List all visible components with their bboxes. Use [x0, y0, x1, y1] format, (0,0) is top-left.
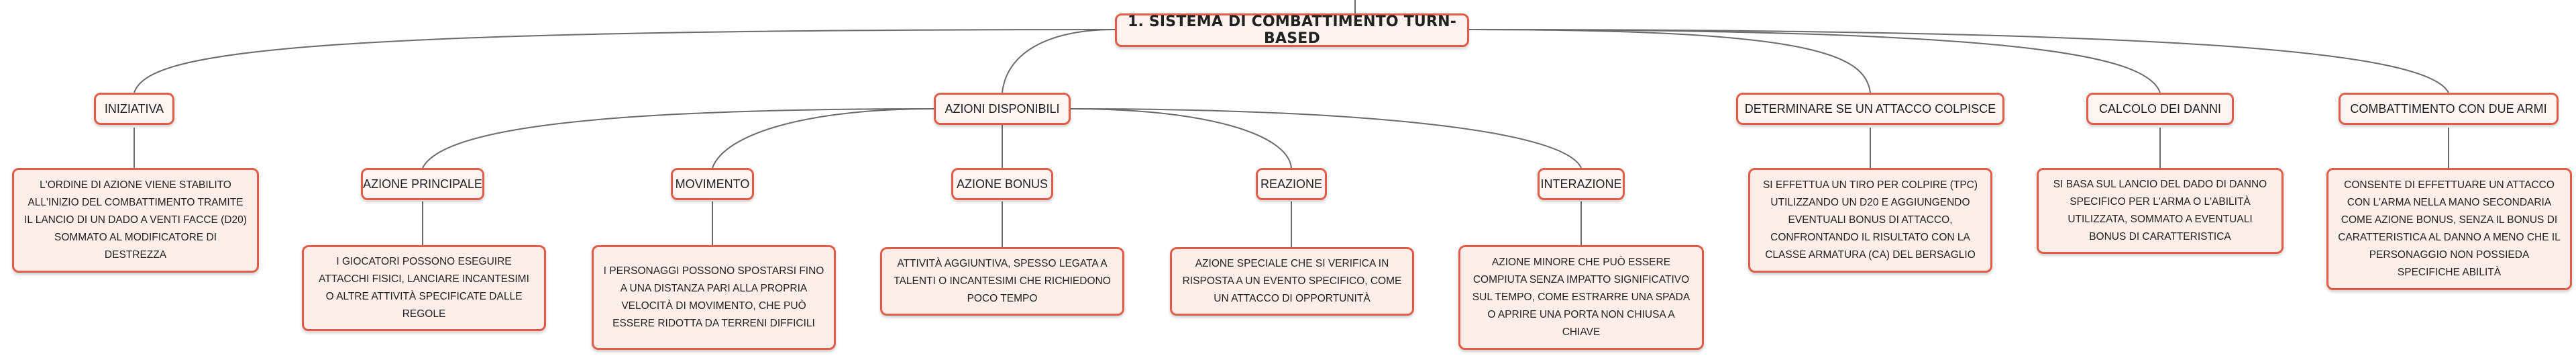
note-text: I PERSONAGGI POSSONO SPOSTARSI FINO A UN…	[603, 265, 824, 329]
connector-line	[133, 29, 1116, 93]
root-node[interactable]: 1. SISTEMA DI COMBATTIMENTO TURN-BASED	[1115, 13, 1469, 47]
connector-line	[1070, 108, 1292, 169]
note-iniziativa: L'ORDINE DI AZIONE VIENE STABILITO ALL'I…	[12, 168, 259, 273]
connector-line	[1070, 108, 1582, 169]
note-text: I GIOCATORI POSSONO ESEGUIRE ATTACCHI FI…	[319, 256, 529, 320]
note-text: SI EFFETTUA UN TIRO PER COLPIRE (TPC) UT…	[1762, 179, 1978, 261]
topic-movimento[interactable]: MOVIMENTO	[671, 168, 754, 200]
topic-determinare-attacco[interactable]: DETERMINARE SE UN ATTACCO COLPISCE	[1736, 93, 2004, 125]
note-interazione: AZIONE MINORE CHE PUÒ ESSERE COMPIUTA SE…	[1458, 245, 1704, 350]
root-label: 1. SISTEMA DI COMBATTIMENTO TURN-BASED	[1127, 13, 1457, 47]
connector-line	[1468, 29, 2449, 93]
note-calcolo-danni: SI BASA SUL LANCIO DEL DADO DI DANNO SPE…	[2037, 168, 2284, 254]
note-text: SI BASA SUL LANCIO DEL DADO DI DANNO SPE…	[2053, 179, 2267, 242]
connector-line	[1468, 29, 1871, 93]
topic-label: INIZIATIVA	[104, 101, 164, 116]
topic-azione-bonus[interactable]: AZIONE BONUS	[951, 168, 1053, 200]
note-azione-bonus: ATTIVITÀ AGGIUNTIVA, SPESSO LEGATA A TAL…	[880, 247, 1124, 316]
note-text: AZIONE SPECIALE CHE SI VERIFICA IN RISPO…	[1182, 258, 1402, 304]
note-text: AZIONE MINORE CHE PUÒ ESSERE COMPIUTA SE…	[1472, 257, 1690, 338]
topic-label: AZIONI DISPONIBILI	[945, 101, 1060, 116]
topic-label: AZIONE PRINCIPALE	[363, 177, 482, 191]
topic-calcolo-danni[interactable]: CALCOLO DEI DANNI	[2086, 93, 2234, 125]
topic-label: INTERAZIONE	[1540, 177, 1622, 191]
topic-azioni-disponibili[interactable]: AZIONI DISPONIBILI	[934, 93, 1071, 125]
topic-interazione[interactable]: INTERAZIONE	[1538, 168, 1625, 200]
topic-label: MOVIMENTO	[675, 177, 750, 191]
topic-label: DETERMINARE SE UN ATTACCO COLPISCE	[1744, 101, 1996, 116]
topic-label: REAZIONE	[1260, 177, 1322, 191]
note-text: ATTIVITÀ AGGIUNTIVA, SPESSO LEGATA A TAL…	[894, 258, 1111, 304]
topic-reazione[interactable]: REAZIONE	[1256, 168, 1327, 200]
connector-line	[422, 108, 934, 169]
topic-combattimento-due-armi[interactable]: COMBATTIMENTO CON DUE ARMI	[2339, 93, 2559, 125]
note-attacco: SI EFFETTUA UN TIRO PER COLPIRE (TPC) UT…	[1748, 168, 1992, 273]
note-movimento: I PERSONAGGI POSSONO SPOSTARSI FINO A UN…	[592, 245, 836, 350]
connector-line	[1468, 29, 2161, 93]
note-text: CONSENTE DI EFFETTUARE UN ATTACCO CON L'…	[2338, 179, 2561, 278]
topic-label: AZIONE BONUS	[956, 177, 1049, 191]
note-text: L'ORDINE DI AZIONE VIENE STABILITO ALL'I…	[24, 179, 247, 261]
note-azione-principale: I GIOCATORI POSSONO ESEGUIRE ATTACCHI FI…	[302, 245, 546, 331]
connector-line	[1002, 29, 1116, 93]
note-reazione: AZIONE SPECIALE CHE SI VERIFICA IN RISPO…	[1170, 247, 1414, 316]
note-due-armi: CONSENTE DI EFFETTUARE UN ATTACCO CON L'…	[2326, 168, 2572, 290]
topic-azione-principale[interactable]: AZIONE PRINCIPALE	[361, 168, 484, 200]
topic-label: COMBATTIMENTO CON DUE ARMI	[2350, 101, 2547, 116]
topic-iniziativa[interactable]: INIZIATIVA	[94, 93, 174, 125]
connector-line	[712, 108, 934, 169]
topic-label: CALCOLO DEI DANNI	[2098, 101, 2222, 116]
